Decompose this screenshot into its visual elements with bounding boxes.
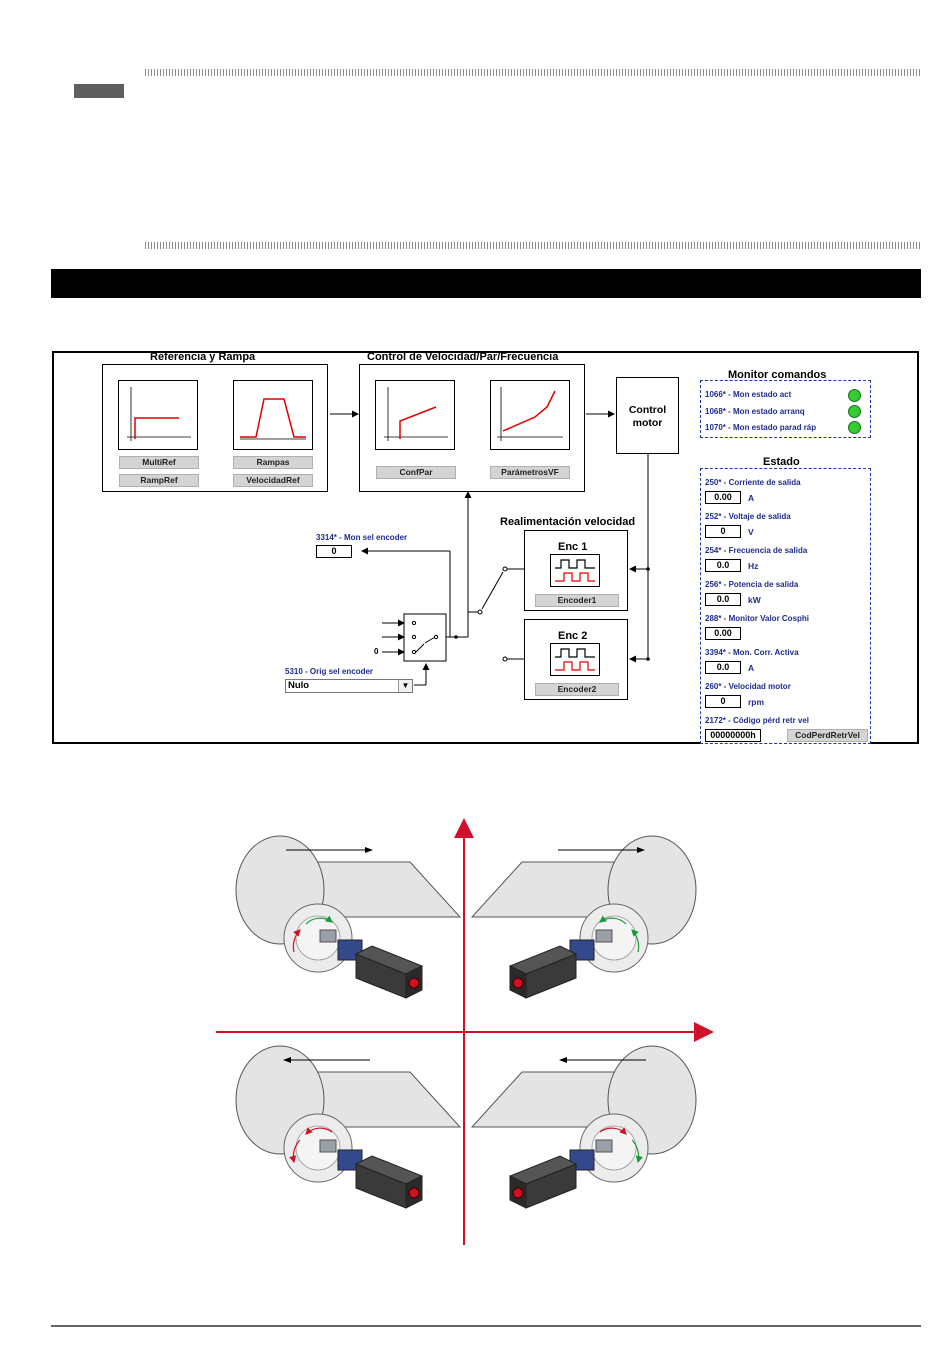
conveyor-q2 (235, 835, 461, 999)
parametrosvf-button[interactable]: ParámetrosVF (490, 466, 570, 479)
estado-item-unit: A (748, 493, 755, 503)
estado-item-label: 256* - Potencia de salida (705, 580, 799, 589)
feedback-title: Realimentación velocidad (500, 516, 636, 528)
estado-title: Estado (763, 456, 800, 468)
confpar-plot (375, 380, 455, 450)
estado-item-label: 260* - Velocidad motor (705, 682, 791, 691)
encoder2-button[interactable]: Encoder2 (535, 683, 619, 696)
four-quadrant-illustration (216, 818, 714, 1245)
rampas-button[interactable]: Rampas (233, 456, 313, 469)
encoder1-button[interactable]: Encoder1 (535, 594, 619, 607)
chevron-down-icon[interactable]: ▼ (398, 680, 412, 692)
step-curve-icon (127, 387, 191, 441)
encoder1-block: Enc 1 Encoder1 (524, 530, 628, 611)
control-motor-block: Control motor (616, 377, 679, 454)
rampas-plot (233, 380, 313, 450)
estado-item-value: 0 (705, 695, 741, 708)
ref-ramp-panel: MultiRef RampRef Rampas VelocidadRef (102, 364, 328, 492)
orig-sel-encoder-value: Nulo (288, 680, 310, 691)
header-tab (74, 84, 124, 98)
status-led-icon (848, 405, 861, 418)
mon-sel-encoder-label: 3314* - Mon sel encoder (316, 533, 408, 542)
orig-sel-encoder-label: 5310 - Orig sel encoder (285, 667, 374, 676)
encoder2-block: Enc 2 Encoder2 (524, 619, 628, 700)
ramp-curve-icon (240, 398, 306, 440)
estado-item-label: 254* - Frecuencia de salida (705, 546, 808, 555)
multiref-button[interactable]: MultiRef (119, 456, 199, 469)
conveyor-q3 (235, 1045, 461, 1209)
status-led-icon (848, 389, 861, 402)
monitor-commands-box: 1066* - Mon estado act 1068* - Mon estad… (700, 380, 871, 438)
estado-item-unit: Hz (748, 561, 759, 571)
torque-curve-icon (384, 387, 448, 441)
ctrl-panel: ConfPar ParámetrosVF (359, 364, 585, 492)
multiref-plot (118, 380, 198, 450)
rampref-button[interactable]: RampRef (119, 474, 199, 487)
switch-zero-label: 0 (374, 647, 379, 656)
estado-item-label: 252* - Voltaje de salida (705, 512, 791, 521)
vf-curve-icon (497, 387, 563, 441)
estado-item-value: 0.0 (705, 593, 741, 606)
mon-sel-encoder-value: 0 (316, 545, 352, 558)
estado-item-value: 0.0 (705, 559, 741, 572)
diagram-connectors (198, 410, 650, 686)
monitor-commands-title: Monitor comandos (728, 369, 827, 381)
monitor-item-label: 1070* - Mon estado parad ráp (705, 423, 817, 432)
header-rule-top (145, 69, 921, 76)
confpar-button[interactable]: ConfPar (376, 466, 456, 479)
estado-item-label: 288* - Monitor Valor Cosphi (705, 614, 810, 623)
encoder-pulse-icon (550, 554, 600, 587)
encoder-pulse-icon (550, 643, 600, 676)
footer-rule (51, 1325, 921, 1327)
header-rule-bottom (145, 242, 921, 249)
enc1-label: Enc 1 (558, 541, 588, 553)
enc2-label: Enc 2 (558, 630, 588, 642)
vf-plot (490, 380, 570, 450)
control-block-diagram: Referencia y Rampa MultiRef RampRef Ramp… (52, 351, 919, 744)
estado-item-label: 3394* - Mon. Corr. Activa (705, 648, 799, 657)
estado-item-unit: V (748, 527, 754, 537)
ref-ramp-title: Referencia y Rampa (150, 351, 256, 363)
orig-sel-encoder-select[interactable]: Nulo ▼ (285, 679, 413, 693)
estado-item-value: 0.00 (705, 491, 741, 504)
monitor-item-label: 1066* - Mon estado act (705, 390, 792, 399)
control-motor-line2: motor (632, 417, 663, 429)
velocidadref-button[interactable]: VelocidadRef (233, 474, 313, 487)
estado-item-label: 250* - Corriente de salida (705, 478, 801, 487)
ctrl-panel-title: Control de Velocidad/Par/Frecuencia (367, 351, 559, 363)
section-bar (51, 269, 921, 298)
control-motor-line1: Control (628, 404, 667, 416)
conveyor-q4 (471, 1045, 697, 1209)
estado-item-value: 0.00 (705, 627, 741, 640)
conveyor-q1 (471, 835, 697, 999)
codperdretrvel-button[interactable]: CodPerdRetrVel (787, 729, 868, 742)
estado-item-unit: kW (748, 595, 761, 605)
estado-item-unit: rpm (748, 697, 765, 707)
estado-item-label: 2172* - Código pérd retr vel (705, 716, 810, 725)
estado-item-value: 00000000h (705, 729, 761, 742)
estado-box: 250* - Corriente de salida 0.00 A 252* -… (700, 468, 871, 744)
monitor-item-label: 1068* - Mon estado arranq (705, 407, 805, 416)
estado-item-value: 0 (705, 525, 741, 538)
status-led-icon (848, 421, 861, 434)
estado-item-value: 0.0 (705, 661, 741, 674)
estado-item-unit: A (748, 663, 755, 673)
